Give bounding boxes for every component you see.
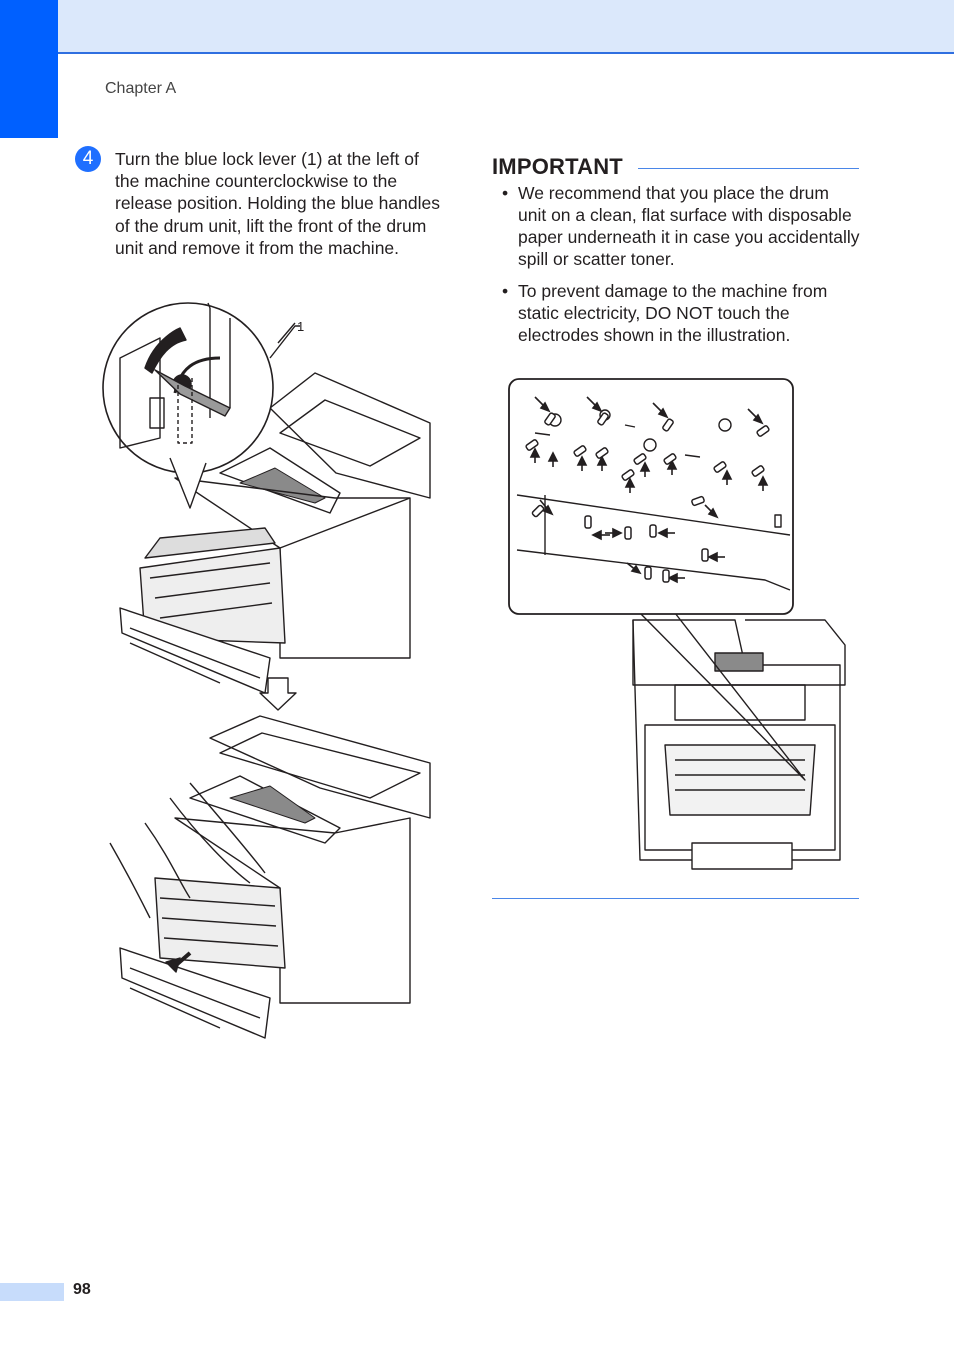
bullet-text: To prevent damage to the machine from st…: [518, 281, 828, 345]
bullet-icon: •: [502, 281, 509, 301]
important-bullet-list: • We recommend that you place the drum un…: [500, 182, 860, 356]
bullet-text: We recommend that you place the drum uni…: [518, 183, 860, 269]
electrodes-illustration: [508, 378, 846, 870]
important-rule: [638, 168, 859, 169]
header-band: [0, 0, 954, 54]
list-item: • We recommend that you place the drum un…: [500, 182, 860, 270]
list-item: • To prevent damage to the machine from s…: [500, 280, 860, 346]
chapter-tab: [0, 0, 58, 138]
important-end-rule: [492, 898, 859, 899]
callout-number: 1: [297, 319, 304, 334]
important-heading: IMPORTANT: [492, 154, 623, 179]
chapter-label: Chapter A: [105, 80, 177, 97]
drum-removal-illustration: 1: [102, 302, 431, 1039]
footer-band: [0, 1283, 64, 1301]
bullet-icon: •: [502, 183, 509, 203]
page-number: 98: [73, 1281, 91, 1298]
step-number-badge: 4: [75, 146, 101, 172]
step-instruction-text: Turn the blue lock lever (1) at the left…: [115, 149, 440, 258]
